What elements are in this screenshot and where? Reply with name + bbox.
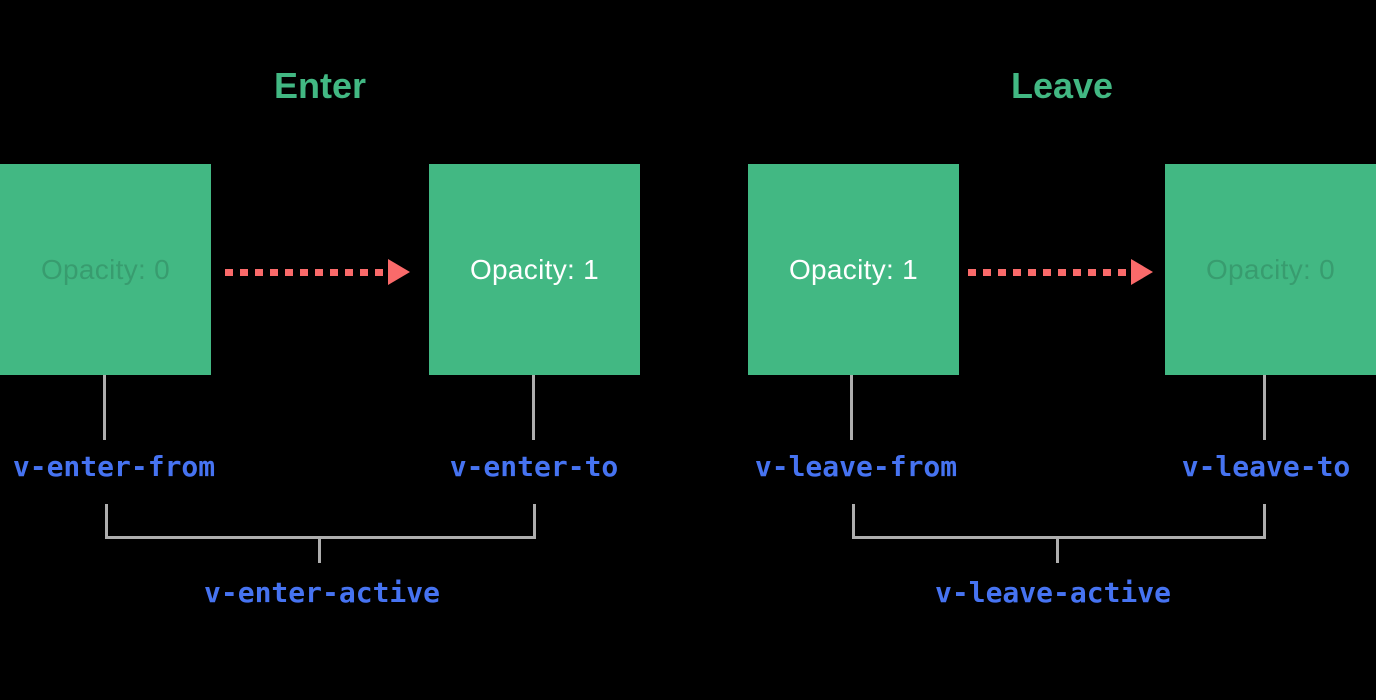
arrow-head-icon	[1131, 259, 1153, 285]
arrow-dashes	[225, 268, 388, 276]
enter-from-connector-line	[103, 375, 106, 440]
leave-from-class-label: v-leave-from	[754, 450, 958, 483]
leave-to-class-label: v-leave-to	[1181, 450, 1351, 483]
enter-active-class-label: v-enter-active	[203, 576, 441, 609]
enter-to-class-label: v-enter-to	[449, 450, 619, 483]
leave-active-bracket	[852, 504, 1266, 539]
leave-from-connector-line	[850, 375, 853, 440]
enter-from-box-label: Opacity: 0	[40, 253, 171, 285]
leave-to-box-label: Opacity: 0	[1205, 253, 1336, 285]
arrow-dashes	[968, 268, 1131, 276]
leave-active-class-label: v-leave-active	[934, 576, 1172, 609]
arrow-head-icon	[388, 259, 410, 285]
enter-from-box: Opacity: 0	[0, 164, 211, 375]
leave-active-stem	[1056, 539, 1059, 563]
enter-to-box: Opacity: 1	[429, 164, 640, 375]
leave-section-title: Leave	[1010, 65, 1114, 106]
enter-transition-arrow-icon	[225, 259, 410, 285]
leave-from-box: Opacity: 1	[748, 164, 959, 375]
leave-transition-arrow-icon	[968, 259, 1153, 285]
enter-active-bracket	[105, 504, 536, 539]
enter-active-stem	[318, 539, 321, 563]
enter-from-class-label: v-enter-from	[12, 450, 216, 483]
enter-to-box-label: Opacity: 1	[469, 253, 600, 285]
leave-to-box: Opacity: 0	[1165, 164, 1376, 375]
leave-from-box-label: Opacity: 1	[788, 253, 919, 285]
enter-section-title: Enter	[273, 65, 367, 106]
enter-to-connector-line	[532, 375, 535, 440]
leave-to-connector-line	[1263, 375, 1266, 440]
